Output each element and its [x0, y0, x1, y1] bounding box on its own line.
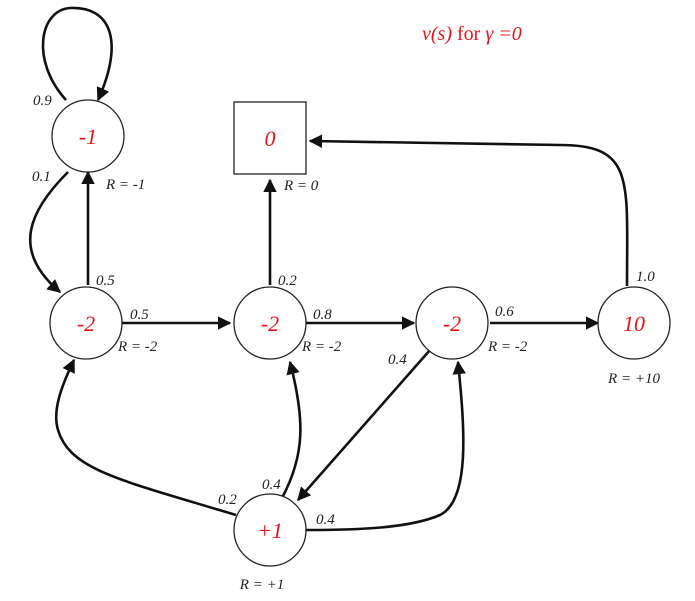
- node-facebook-value: -2: [77, 311, 95, 336]
- node-pub-reward: R = +1: [239, 577, 284, 593]
- node-class1-reward: R = -1: [105, 177, 145, 193]
- node-class2-reward: R = -2: [301, 339, 342, 355]
- node-class3-value: -2: [443, 311, 461, 336]
- edge-pass-to-sleep: [308, 134, 629, 287]
- prob-fb-to-c2: 0.5: [130, 307, 149, 323]
- diagram-title: v(s) for γ =0: [422, 23, 522, 45]
- edge-pub-to-c2: [280, 360, 302, 499]
- prob-c3-to-pass: 0.6: [495, 304, 514, 320]
- edge-pub-to-c3: [305, 360, 466, 532]
- node-sleep-value: 0: [265, 126, 276, 151]
- prob-c1-self: 0.9: [33, 93, 52, 109]
- prob-pass-to-sleep: 1.0: [636, 269, 655, 285]
- node-pub-value: +1: [257, 518, 283, 543]
- edge-c1-self: [41, 6, 113, 102]
- prob-c2-to-c3: 0.8: [313, 307, 332, 323]
- node-pub: [233, 493, 307, 567]
- node-facebook: [49, 286, 123, 360]
- prob-pub-to-c2: 0.4: [262, 477, 281, 493]
- node-pass: [597, 286, 671, 360]
- prob-c3-to-pub: 0.4: [388, 352, 407, 368]
- node-class1: [51, 99, 125, 173]
- node-class2: [233, 286, 307, 360]
- prob-pub-to-c3: 0.4: [316, 512, 335, 528]
- node-class1-value: -1: [79, 124, 97, 149]
- prob-fb-to-c1: 0.5: [96, 273, 115, 289]
- node-sleep: [233, 101, 307, 175]
- node-sleep-reward: R = 0: [283, 178, 319, 194]
- node-class3-reward: R = -2: [487, 339, 528, 355]
- edge-c3-to-pub: [297, 349, 431, 502]
- node-pass-reward: R = +10: [607, 371, 660, 387]
- prob-c2-to-sleep: 0.2: [278, 273, 297, 289]
- node-facebook-reward: R = -2: [117, 339, 158, 355]
- node-class3: [415, 286, 489, 360]
- prob-c1-to-fb: 0.1: [32, 169, 51, 185]
- edge-pub-to-fb: [54, 358, 237, 517]
- node-class2-value: -2: [261, 311, 279, 336]
- node-pass-value: 10: [623, 311, 645, 336]
- prob-pub-to-fb: 0.2: [218, 492, 237, 508]
- edge-c1-to-fb: [29, 171, 69, 293]
